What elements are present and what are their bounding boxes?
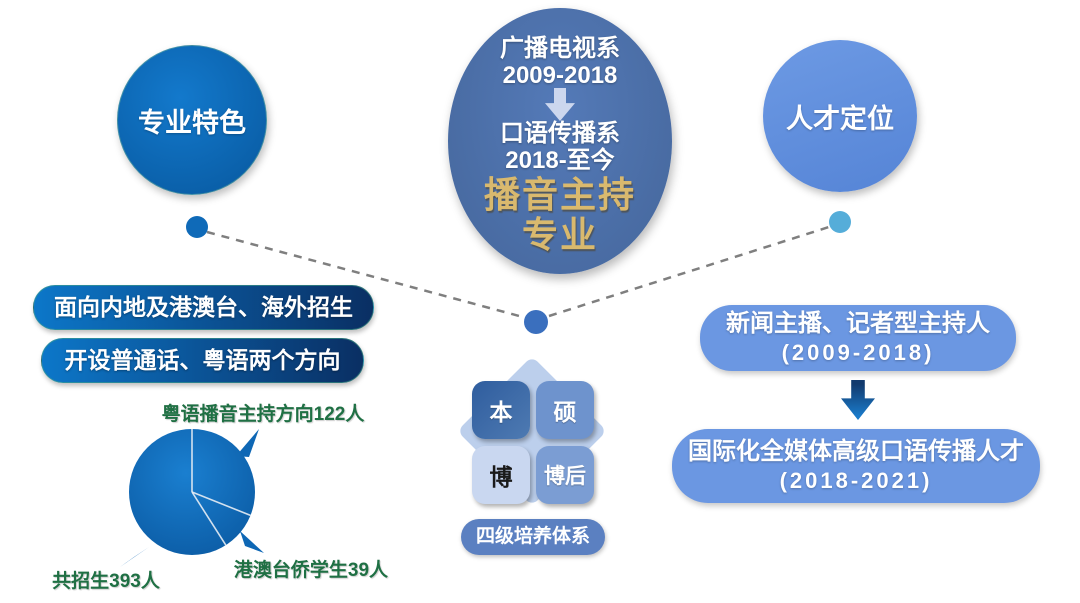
pie-label-hmt: 港澳台侨学生39人 xyxy=(233,560,389,581)
feature-banner-recruitment: 面向内地及港澳台、海外招生 xyxy=(33,285,374,330)
down-arrow-icon xyxy=(545,88,575,121)
positioning-stage2-box: 国际化全媒体高级口语传播人才 (2018-2021) xyxy=(672,429,1040,503)
dept2-years: 2018-至今 xyxy=(505,147,615,174)
pie-divider-122 xyxy=(191,491,251,517)
major-title-line1: 播音主持 xyxy=(483,174,636,215)
dashed-connector-right xyxy=(548,225,830,318)
training-caption-pill: 四级培养体系 xyxy=(461,519,605,555)
major-title-line2: 专业 xyxy=(521,214,598,255)
right-node-dot xyxy=(829,211,851,233)
enrollment-pie-chart xyxy=(129,429,255,555)
dept1-years: 2009-2018 xyxy=(502,62,618,89)
positioning-stage1-years: (2009-2018) xyxy=(781,340,935,365)
major-history-ellipse: 广播电视系 2009-2018 口语传播系 2018-至今 播音主持 专业 xyxy=(448,8,672,274)
level-tile-postdoc: 博后 xyxy=(536,446,594,504)
dept1-name: 广播电视系 xyxy=(500,35,620,62)
pie-divider-39 xyxy=(191,491,227,546)
positioning-topic-circle: 人才定位 xyxy=(763,40,917,192)
level-tile-doctor-label: 博 xyxy=(489,464,513,490)
feature-banner-directions: 开设普通话、粤语两个方向 xyxy=(41,338,364,383)
positioning-stage1-box: 新闻主播、记者型主持人 (2009-2018) xyxy=(700,305,1016,371)
positioning-stage1-title: 新闻主播、记者型主持人 xyxy=(726,310,990,337)
level-tile-bachelor-label: 本 xyxy=(489,399,513,425)
pie-label-cantonese: 粤语播音主持方向122人 xyxy=(161,404,365,425)
pie-leader-top-icon xyxy=(236,429,259,457)
pie-leader-bottom-right-icon xyxy=(240,531,264,553)
feature-banner-directions-label: 开设普通话、粤语两个方向 xyxy=(64,347,341,373)
pie-label-total: 共招生393人 xyxy=(52,571,160,592)
positioning-stage2-years: (2018-2021) xyxy=(779,468,933,493)
positioning-topic-label: 人才定位 xyxy=(786,103,894,134)
dept2-name: 口语传播系 xyxy=(500,120,620,147)
center-node-dot xyxy=(524,310,548,334)
feature-banner-recruitment-label: 面向内地及港澳台、海外招生 xyxy=(54,294,353,320)
left-node-dot xyxy=(186,216,208,238)
pie-leader-bottom-left-icon xyxy=(120,547,149,567)
dashed-connector-left xyxy=(206,230,524,319)
level-tile-postdoc-label: 博后 xyxy=(544,465,586,488)
level-tile-doctor: 博 xyxy=(472,446,530,504)
feature-topic-label: 专业特色 xyxy=(138,107,246,138)
training-caption-label: 四级培养体系 xyxy=(475,526,590,547)
level-tile-bachelor: 本 xyxy=(472,381,530,439)
feature-topic-circle: 专业特色 xyxy=(117,45,267,195)
level-tile-master-label: 硕 xyxy=(553,399,577,425)
level-tile-master: 硕 xyxy=(536,381,594,439)
positioning-stage2-title: 国际化全媒体高级口语传播人才 xyxy=(688,438,1024,465)
